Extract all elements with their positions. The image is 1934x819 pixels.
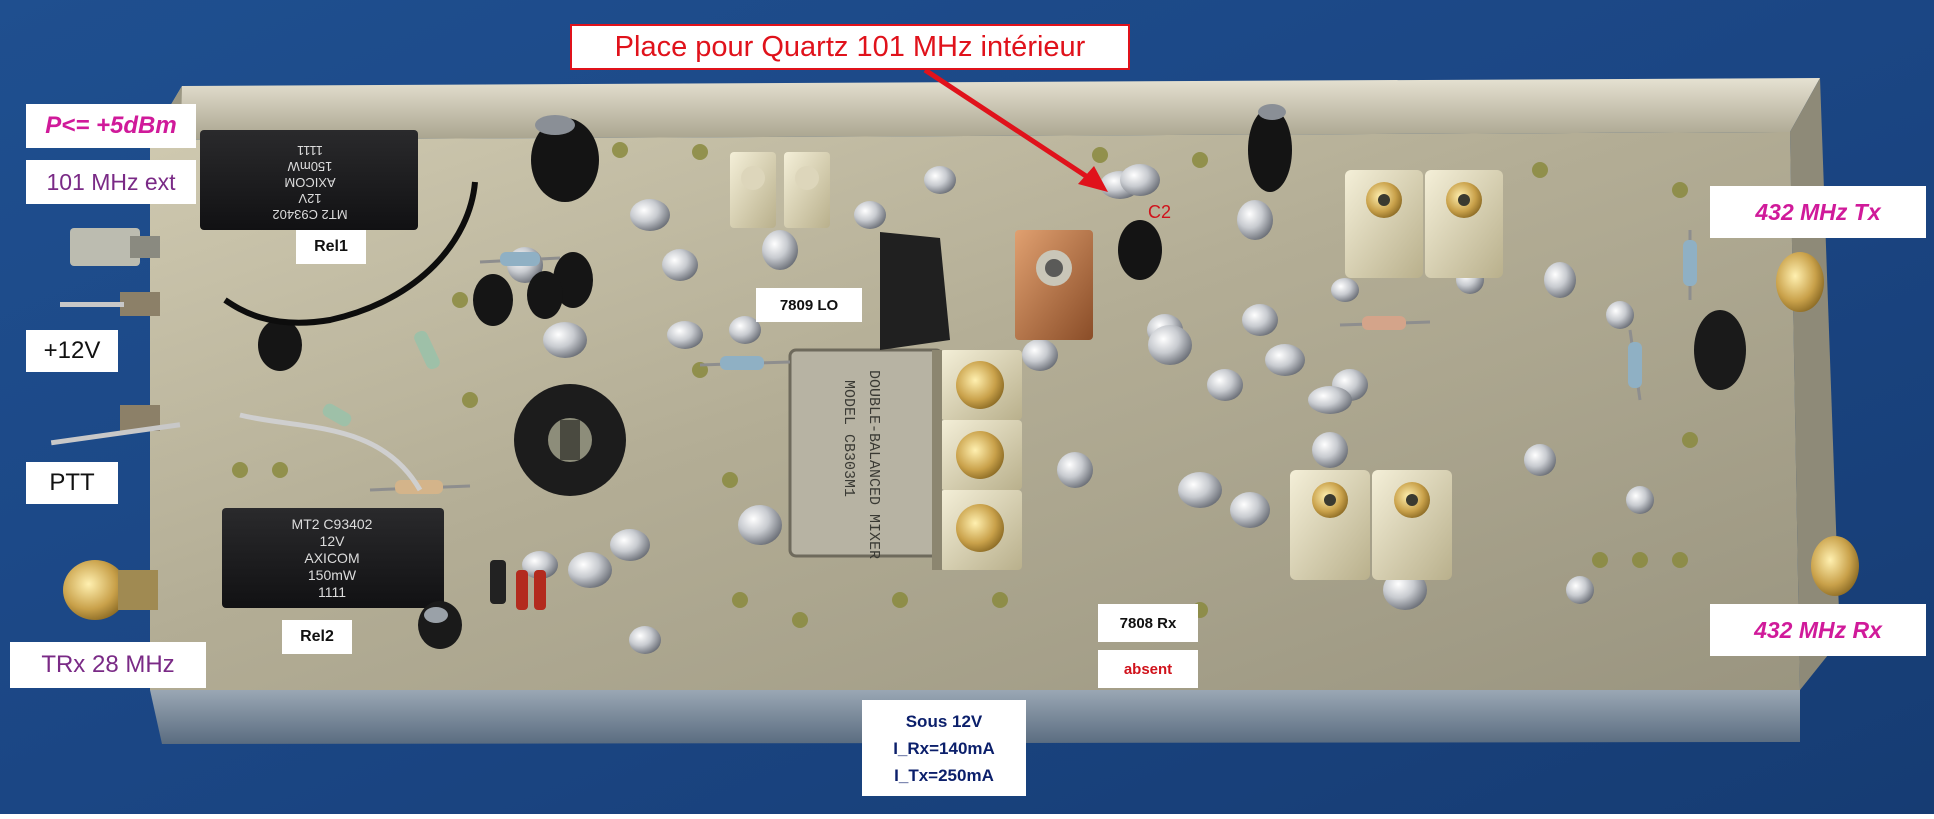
rel2-label: Rel2 (282, 620, 352, 654)
relay-rel2-line-4: 150mW (307, 566, 357, 583)
mixer-text-1: DOUBLE-BALANCED MIXER (865, 370, 882, 559)
rx-432mhz-label: 432 MHz Rx (1710, 604, 1926, 656)
plus-12v-label: +12V (26, 330, 118, 372)
rel1-label: Rel1 (296, 230, 366, 264)
relay-rel1-line-5: 1111 (296, 143, 324, 158)
supply-line-rx: I_Rx=140mA (893, 738, 995, 758)
tx-432mhz-label: 432 MHz Tx (1710, 186, 1926, 238)
ptt-label: PTT (26, 462, 118, 504)
rx-regulator-label: 7808 Rx (1098, 604, 1198, 642)
absent-label: absent (1098, 650, 1198, 688)
quartz-arrow-head (1078, 166, 1108, 192)
supply-current-label: Sous 12V I_Rx=140mA I_Tx=250mA (862, 700, 1026, 796)
relay-rel1-line-2: 12V (298, 191, 322, 206)
quartz-note-label: Place pour Quartz 101 MHz intérieur (570, 24, 1130, 70)
power-limit-label: P<= +5dBm (26, 104, 196, 148)
relay-rel2-line-5: 1111 (317, 583, 347, 600)
relay-rel1-line-3: AXICOM (284, 175, 336, 190)
relay-rel1-line-4: 150mW (287, 159, 333, 174)
board-marking: C2 (1148, 202, 1171, 222)
mixer-text-2: MODEL CB303M1 (840, 380, 857, 497)
relay-rel1-print: MT2 C93402 12V AXICOM 150mW 1111 (210, 140, 410, 224)
lo-regulator-label: 7809 LO (756, 288, 862, 322)
relay-rel2-line-1: MT2 C93402 (291, 515, 373, 532)
quartz-arrow (923, 67, 1094, 183)
relay-rel2-line-3: AXICOM (304, 549, 360, 566)
relay-rel2-line-2: 12V (319, 532, 345, 549)
brass-filter-stack (932, 350, 1022, 570)
relay-rel1 (200, 130, 418, 230)
supply-line-tx: I_Tx=250mA (894, 765, 994, 785)
relay-rel2-print: MT2 C93402 12V AXICOM 150mW 1111 (232, 514, 432, 602)
relay-rel2 (222, 508, 444, 608)
trx-28mhz-label: TRx 28 MHz (10, 642, 206, 688)
ext-101mhz-label: 101 MHz ext (26, 160, 196, 204)
relay-rel1-line-1: MT2 C93402 (272, 207, 348, 222)
supply-line-voltage: Sous 12V (905, 711, 983, 731)
